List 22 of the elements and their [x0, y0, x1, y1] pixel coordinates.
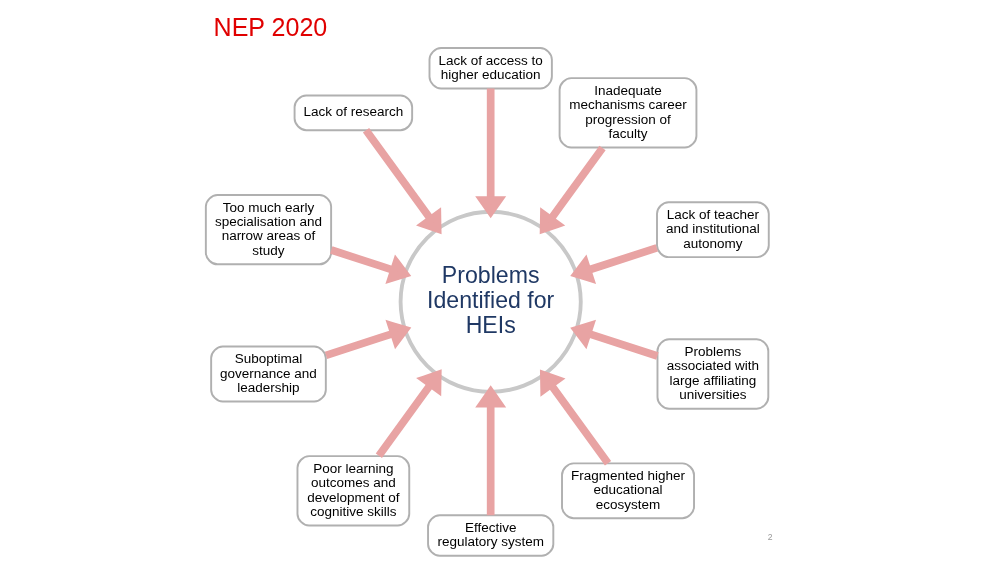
arrow: [330, 246, 412, 284]
arrow: [570, 319, 659, 360]
node-box: Poor learning outcomes and development of cognitive skills: [296, 455, 411, 527]
node-box: Lack of teacher and institutional autonomy: [656, 201, 770, 259]
node-box: Lack of access to higher education: [428, 47, 553, 90]
arrow: [362, 128, 442, 235]
node-box: Effective regulatory system: [427, 514, 555, 557]
arrow: [375, 369, 442, 458]
arrow: [324, 319, 412, 359]
arrow: [539, 369, 612, 466]
node-box: Inadequate mechanisms career progression of faculty: [558, 77, 698, 149]
arrow: [475, 88, 507, 219]
arrow: [539, 145, 606, 235]
node-box: Too much early specialisation and narrow areas of study: [204, 193, 333, 266]
arrow: [475, 385, 507, 516]
diagram-title: NEP 2020: [213, 13, 328, 42]
arrow: [570, 244, 658, 284]
node-box: Fragmented higher educational ecosystem: [561, 462, 695, 520]
node-box: Suboptimal governance and leadership: [210, 345, 327, 403]
node-box: Lack of research: [293, 94, 414, 132]
node-box: Problems associated with large affiliating universities: [656, 338, 770, 410]
label: 2: [767, 532, 773, 543]
